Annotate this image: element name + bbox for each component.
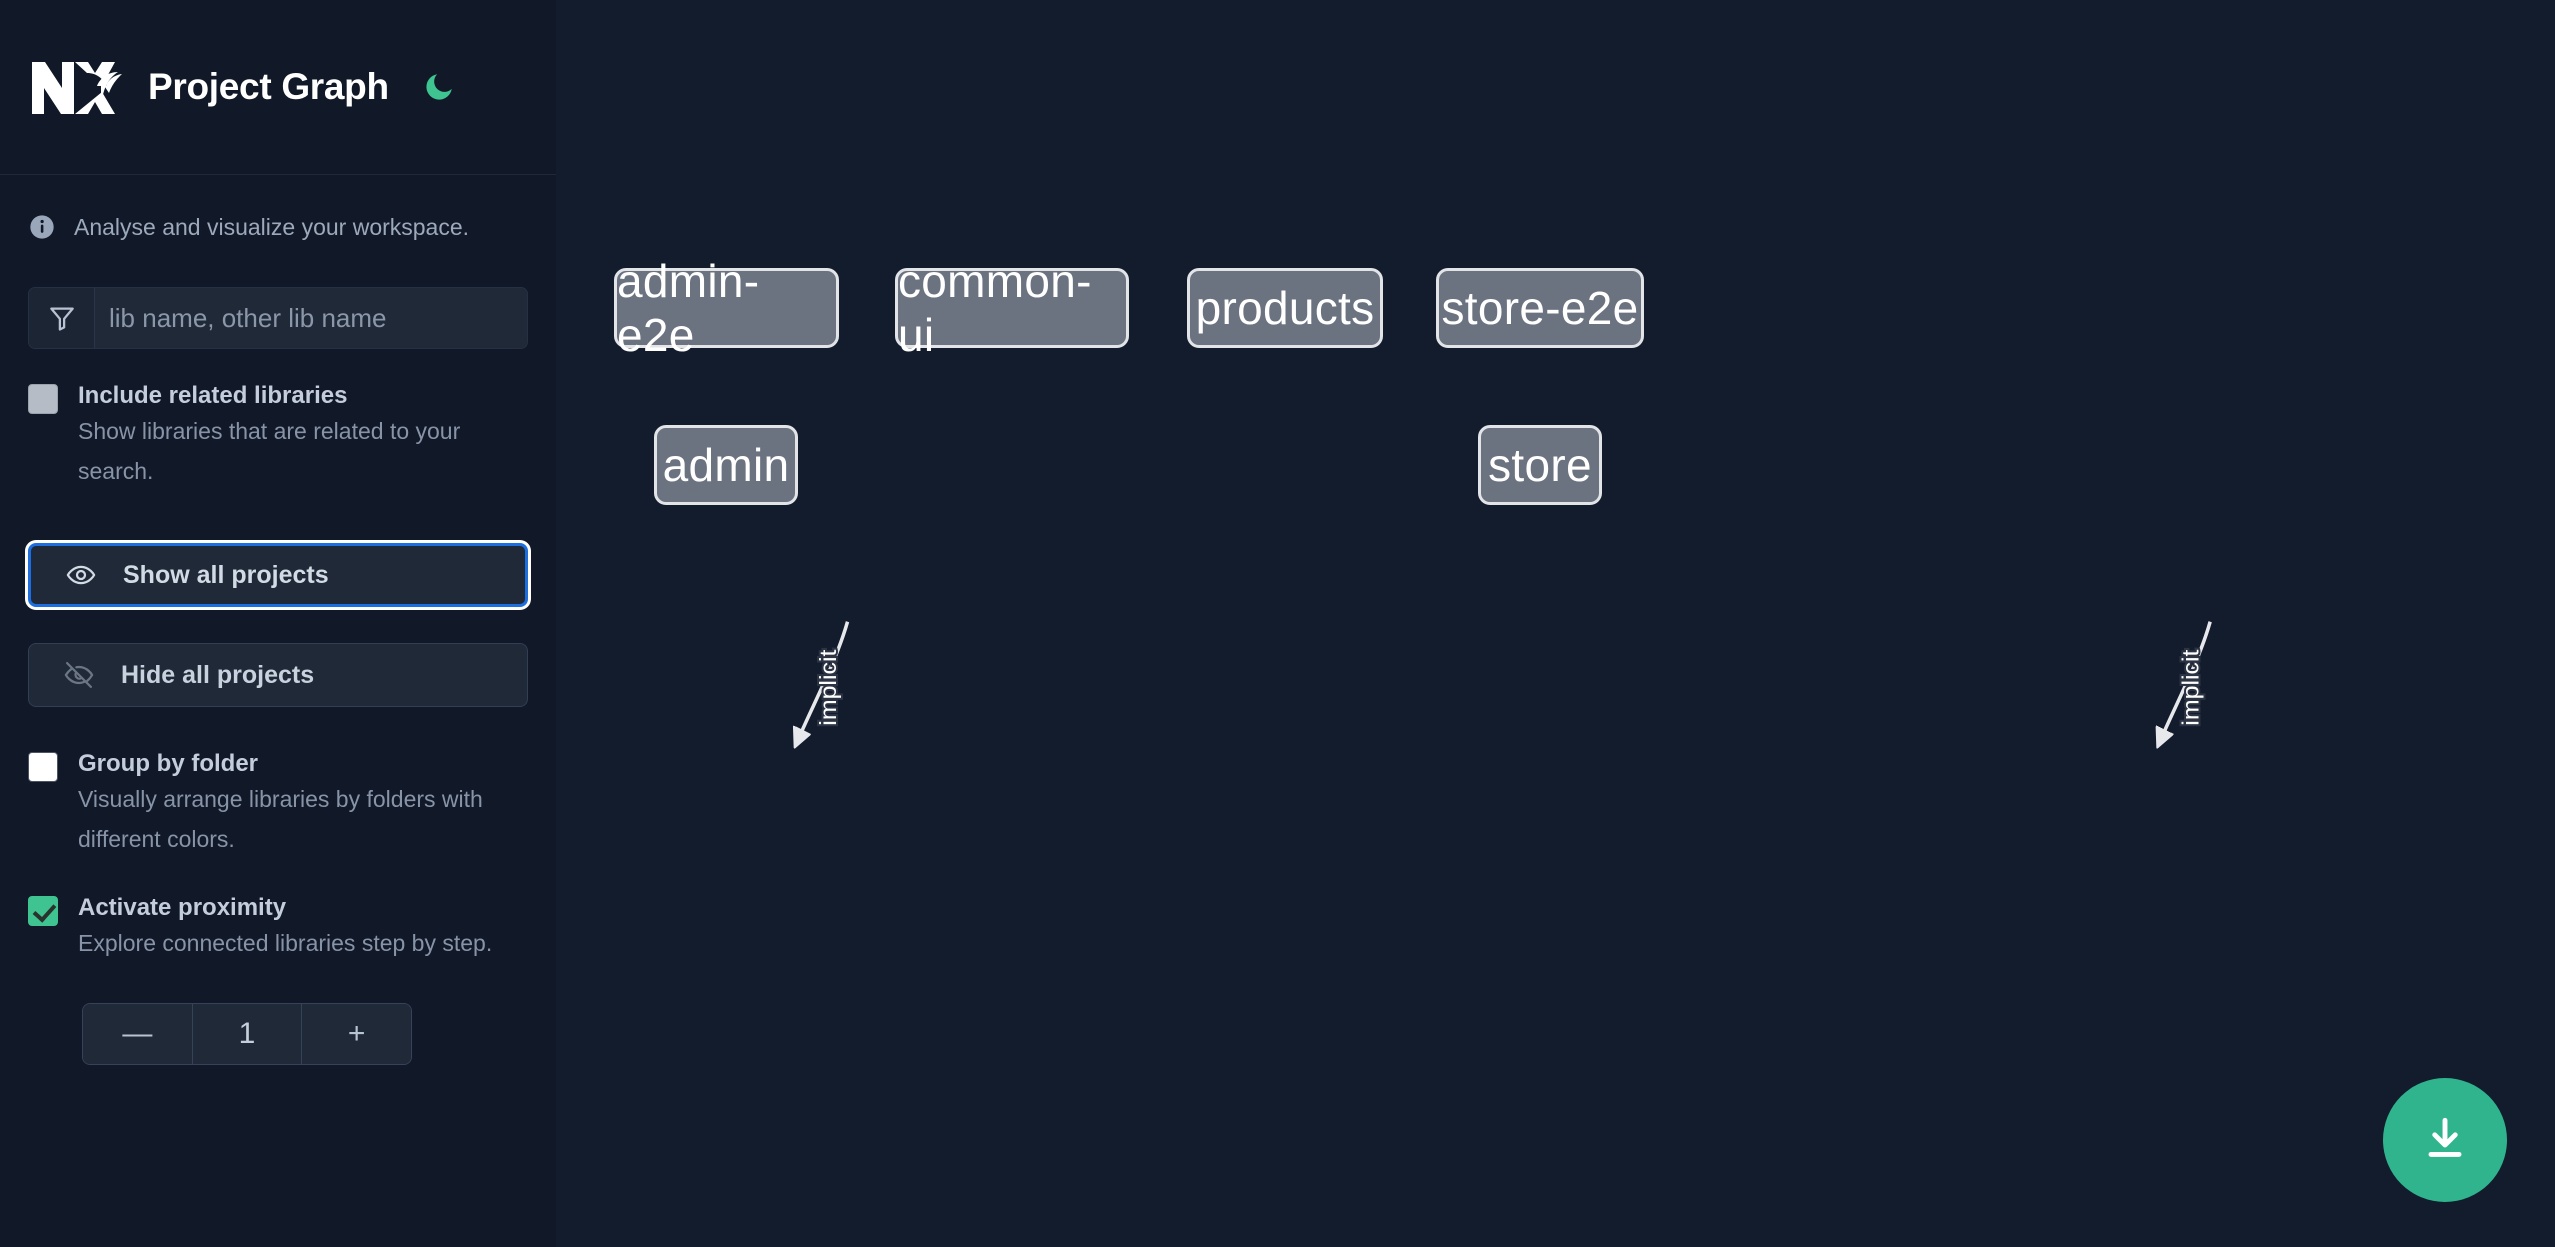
show-all-projects-label: Show all projects: [123, 560, 329, 589]
proximity-increment-button[interactable]: +: [302, 1004, 411, 1064]
svg-text:implicit: implicit: [2178, 649, 2204, 725]
sidebar: Project Graph Analyse and visualize your…: [0, 0, 556, 1247]
proximity-value: 1: [191, 1004, 303, 1064]
option-label: Group by folder: [78, 750, 258, 777]
hide-all-projects-button[interactable]: Hide all projects: [28, 643, 528, 707]
graph-node-products[interactable]: products: [1187, 268, 1383, 348]
graph-node-label: admin: [662, 439, 790, 491]
graph-node-admin-e2e[interactable]: admin-e2e: [614, 255, 839, 361]
download-graph-button[interactable]: [2383, 1078, 2507, 1202]
eye-off-icon: [61, 660, 97, 690]
show-all-projects-button[interactable]: Show all projects: [28, 543, 528, 607]
search-box: [28, 287, 528, 349]
eye-icon: [63, 560, 99, 590]
graph-node-label: store-e2e: [1441, 282, 1639, 334]
option-description: Explore connected libraries step by step…: [78, 930, 493, 956]
svg-text:implicit: implicit: [816, 649, 842, 725]
download-icon: [2417, 1111, 2473, 1170]
option-activate-proximity[interactable]: Activate proximity Explore connected lib…: [0, 893, 556, 963]
workspace-info-text: Analyse and visualize your workspace.: [74, 213, 470, 240]
proximity-decrement-button[interactable]: —: [83, 1004, 192, 1064]
graph-node-store[interactable]: store: [1478, 425, 1602, 505]
sidebar-header: Project Graph: [0, 0, 556, 175]
nx-logo-icon: [28, 56, 122, 118]
filter-icon: [29, 288, 95, 348]
graph-node-label: common-ui: [898, 255, 1092, 361]
option-label: Activate proximity: [78, 894, 287, 921]
option-label: Include related libraries: [78, 382, 348, 409]
graph-node-store-e2e[interactable]: store-e2e: [1436, 268, 1644, 348]
graph-edges: implicit implicit: [556, 621, 2212, 1247]
workspace-info: Analyse and visualize your workspace.: [0, 175, 556, 279]
proximity-stepper: — 1 +: [82, 1003, 412, 1065]
graph-node-common-ui[interactable]: common-ui: [895, 255, 1129, 361]
option-texts: Group by folder Visually arrange librari…: [78, 749, 508, 859]
graph-node-label: store: [1488, 439, 1592, 491]
graph-node-admin[interactable]: admin: [654, 425, 798, 505]
info-icon: [28, 213, 56, 241]
option-description: Visually arrange libraries by folders wi…: [78, 786, 483, 852]
page-title: Project Graph: [148, 66, 389, 107]
hide-all-projects-label: Hide all projects: [121, 660, 315, 689]
option-include-related-libraries[interactable]: Include related libraries Show libraries…: [0, 381, 556, 491]
option-group-by-folder[interactable]: Group by folder Visually arrange librari…: [0, 749, 556, 859]
option-texts: Include related libraries Show libraries…: [78, 381, 508, 491]
option-texts: Activate proximity Explore connected lib…: [78, 893, 492, 963]
search-input[interactable]: [95, 288, 527, 348]
moon-icon[interactable]: [419, 67, 459, 107]
checkbox-group-by-folder[interactable]: [28, 752, 58, 782]
checkbox-activate-proximity[interactable]: [28, 896, 58, 926]
graph-canvas[interactable]: implicit implicit admin-e2e common-ui pr…: [556, 0, 2555, 1247]
graph-node-label: admin-e2e: [617, 255, 760, 361]
option-description: Show libraries that are related to your …: [78, 418, 461, 484]
checkbox-include-related-libraries: [28, 384, 58, 414]
graph-node-label: products: [1195, 282, 1375, 334]
